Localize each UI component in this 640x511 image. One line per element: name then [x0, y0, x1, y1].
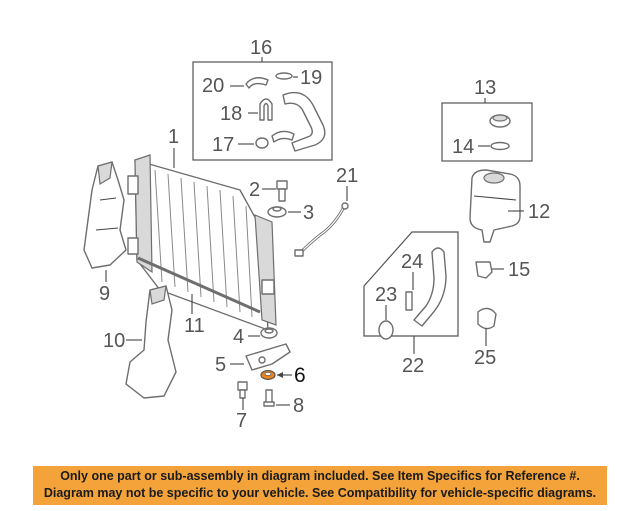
group-16: 16 20 19 18 17	[192, 37, 333, 161]
hose-21: 21	[294, 165, 358, 257]
parts-diagram: 1 2 3 16 20 19 18 17	[83, 37, 550, 432]
callout-15: 15	[508, 259, 530, 281]
callout-1: 1	[168, 126, 179, 148]
notice-line-2: Diagram may not be specific to your vehi…	[43, 486, 597, 500]
nut-3: 3	[267, 202, 314, 224]
callout-20: 20	[202, 75, 224, 97]
radiator: 1	[127, 126, 277, 331]
notice-line-1: Only one part or sub-assembly in diagram…	[60, 469, 580, 483]
callout-9: 9	[99, 283, 110, 305]
callout-22: 22	[402, 355, 424, 377]
callout-5: 5	[215, 354, 226, 376]
bolt-7: 7	[236, 381, 248, 432]
bolt-8: 8	[263, 389, 304, 417]
group-13: 13 14	[441, 77, 533, 162]
callout-4: 4	[233, 326, 244, 348]
callout-3: 3	[303, 202, 314, 224]
callout-25: 25	[474, 347, 496, 369]
callout-18: 18	[220, 103, 242, 125]
callout-7: 7	[236, 410, 247, 432]
callout-10: 10	[103, 330, 125, 352]
callout-16: 16	[250, 37, 272, 59]
callout-23: 23	[375, 284, 397, 306]
callout-17: 17	[212, 134, 234, 156]
callout-21: 21	[336, 165, 358, 187]
bolt-2: 2	[249, 179, 288, 202]
deflector-10: 10	[103, 285, 177, 399]
shroud-9: 9	[83, 161, 127, 305]
callout-19: 19	[300, 67, 322, 89]
mount-4: 4	[233, 326, 278, 348]
insulator-6: 6	[260, 364, 306, 387]
bracket-5: 5	[215, 343, 291, 376]
group-22: 22 24 23	[363, 231, 459, 377]
callout-14: 14	[452, 136, 474, 158]
cap-15: 15	[475, 259, 530, 281]
callout-6: 6	[294, 364, 306, 387]
callout-2: 2	[249, 179, 260, 201]
callout-11: 11	[184, 315, 205, 337]
notice-banner: Only one part or sub-assembly in diagram…	[33, 466, 607, 505]
callout-13: 13	[474, 77, 496, 99]
callout-12: 12	[528, 201, 550, 223]
callout-8: 8	[293, 395, 304, 417]
reservoir-12: 12	[469, 169, 550, 243]
bracket-25: 25	[474, 307, 497, 369]
callout-24: 24	[401, 251, 423, 273]
seal-11: 11	[137, 256, 261, 337]
